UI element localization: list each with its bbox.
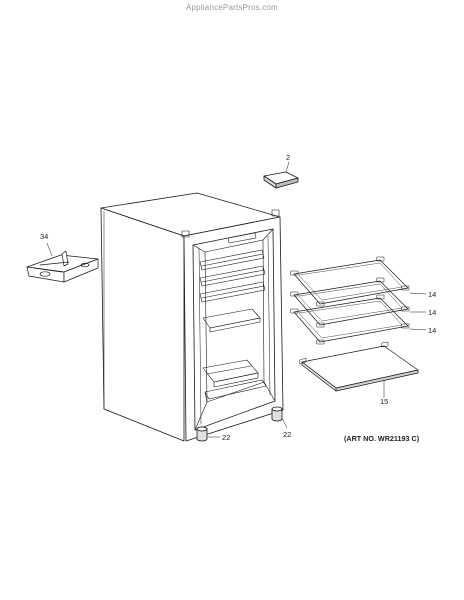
callout-14-b: 14 [428, 308, 436, 317]
leveling-leg-rear [271, 406, 288, 429]
interior-evaporator-shelves [199, 249, 266, 333]
callout-2: 2 [286, 153, 290, 162]
refrigerator-cabinet [100, 192, 284, 442]
wire-shelf-3 [290, 294, 427, 345]
callout-14-a: 14 [428, 290, 436, 299]
callout-15: 15 [380, 397, 388, 406]
interior-crisper-area [202, 359, 267, 403]
site-watermark: AppliancePartsPros.com [186, 3, 278, 12]
callout-14-c: 14 [428, 326, 436, 335]
door-bin-part [26, 242, 99, 283]
top-cover-part [263, 161, 299, 189]
leveling-leg-front [196, 426, 221, 442]
wire-shelf-2 [290, 277, 427, 328]
crisper-cover-shelf [299, 341, 419, 399]
art-number-label: (ART NO. WR21193 C) [344, 434, 420, 443]
callout-22-front: 22 [222, 433, 230, 442]
wire-shelf-1 [290, 256, 427, 307]
callout-34: 34 [40, 232, 48, 241]
callout-22-rear: 22 [283, 430, 291, 439]
